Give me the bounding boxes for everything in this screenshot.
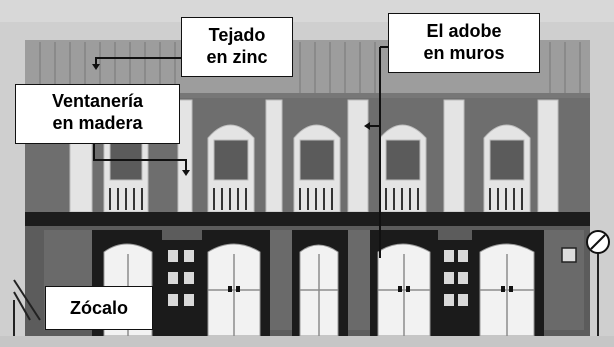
door-panels: [104, 254, 534, 336]
leader-lines: [92, 46, 388, 258]
callout-zocalo-line1: Zócalo: [69, 298, 128, 318]
callout-adobe: El adobe en muros: [388, 13, 540, 73]
stair-railing: [13, 279, 41, 336]
grille-panels: [168, 250, 468, 306]
callout-tejado: Tejado en zinc: [181, 17, 293, 77]
callout-ventaneria: Ventanería en madera: [15, 84, 180, 144]
callout-tejado-line2: en zinc: [206, 47, 268, 67]
callout-tejado-line1: Tejado: [208, 25, 266, 45]
sidewalk: [0, 336, 614, 347]
street-sign-icon: [586, 230, 610, 336]
callout-ventaneria-line2: en madera: [52, 113, 143, 133]
callout-adobe-line1: El adobe: [426, 21, 502, 41]
balcony-band: [25, 212, 590, 226]
callout-adobe-line2: en muros: [423, 43, 505, 63]
callout-zocalo: Zócalo: [45, 286, 153, 330]
wall-plaque: [561, 247, 577, 263]
callout-ventaneria-line1: Ventanería: [51, 91, 144, 111]
